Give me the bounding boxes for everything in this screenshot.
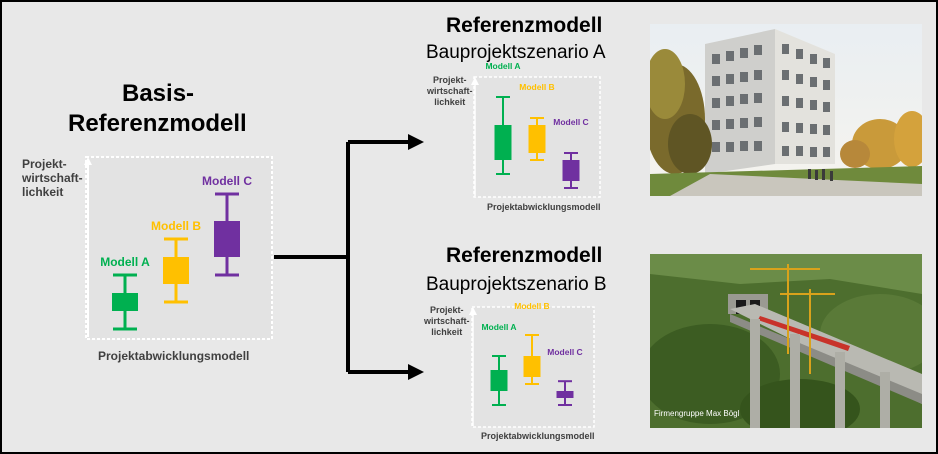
scenario-b-chart-box [556, 391, 574, 398]
scenario-a-chart-model-label: Modell B [519, 82, 554, 92]
scenario-b-chart-box [523, 356, 541, 377]
main-ylabel-line: Projekt- [22, 157, 67, 171]
scenario-a-ylabel-line: lichkeit [434, 97, 466, 107]
scenario-a-chart-box [562, 160, 580, 181]
scenario-a-title: Referenzmodell [446, 14, 603, 37]
main-ylabel-line: lichkeit [22, 185, 64, 199]
main-title-line2: Referenzmodell [68, 110, 247, 137]
scenario-b-ylabel: Projekt- wirtschaft- lichkeit [424, 305, 470, 338]
building-photo [650, 24, 922, 196]
main-chart-box [214, 221, 240, 257]
scenario-b-chart-model-label: Modell C [547, 347, 582, 357]
main-chart-model-label: Modell C [202, 174, 252, 188]
main-chart-model-label: Modell A [100, 255, 150, 269]
main-chart-box [163, 257, 189, 284]
main-ylabel: Projekt- wirtschaft- lichkeit [22, 157, 83, 199]
scenario-a-ylabel-line: wirtschaft- [427, 86, 473, 96]
scenario-b-xlabel: Projektabwicklungsmodell [481, 431, 595, 441]
scenario-a-subtitle: Bauprojektszenario A [426, 42, 606, 63]
scenario-b-chart-y-axis-arrowhead [469, 307, 477, 315]
scenario-a-ylabel: Projekt- wirtschaft- lichkeit [427, 75, 473, 108]
main-chart-box [112, 293, 138, 311]
scenario-b-subtitle: Bauprojektszenario B [426, 274, 607, 295]
scenario-b-chart-model-label: Modell B [514, 301, 549, 311]
arrowhead-a [408, 134, 424, 150]
scenario-b-ylabel-line: Projekt- [430, 305, 464, 315]
scenario-a-chart-model-label: Modell C [553, 117, 588, 127]
main-chart-model-label: Modell B [151, 219, 201, 233]
scenario-b-chart-model-label: Modell A [481, 322, 516, 332]
scenario-b-ylabel-line: wirtschaft- [424, 316, 470, 326]
scenario-b-chart-box [490, 370, 508, 391]
photo-credit: Firmengruppe Max Bögl [654, 409, 740, 418]
main-title-line1: Basis- [122, 80, 195, 107]
scenario-a-chart-box [494, 125, 512, 160]
scenario-a-ylabel-line: Projekt- [433, 75, 467, 85]
scenario-a-chart-model-label: Modell A [485, 61, 520, 71]
connector-arrows [274, 140, 412, 374]
main-ylabel-line: wirtschaft- [22, 171, 83, 185]
railway-bridge-photo: Firmengruppe Max Bögl [650, 254, 922, 428]
scenario-a-chart-y-axis-arrowhead [471, 77, 479, 85]
arrowhead-b [408, 364, 424, 380]
scenario-a-chart-box [528, 125, 546, 153]
scenario-a-xlabel: Projektabwicklungsmodell [487, 202, 601, 212]
scenario-b-title: Referenzmodell [446, 244, 603, 267]
main-chart-y-axis-arrowhead [84, 157, 92, 165]
scenario-b-ylabel-line: lichkeit [431, 327, 463, 337]
main-xlabel: Projektabwicklungsmodell [98, 349, 250, 363]
